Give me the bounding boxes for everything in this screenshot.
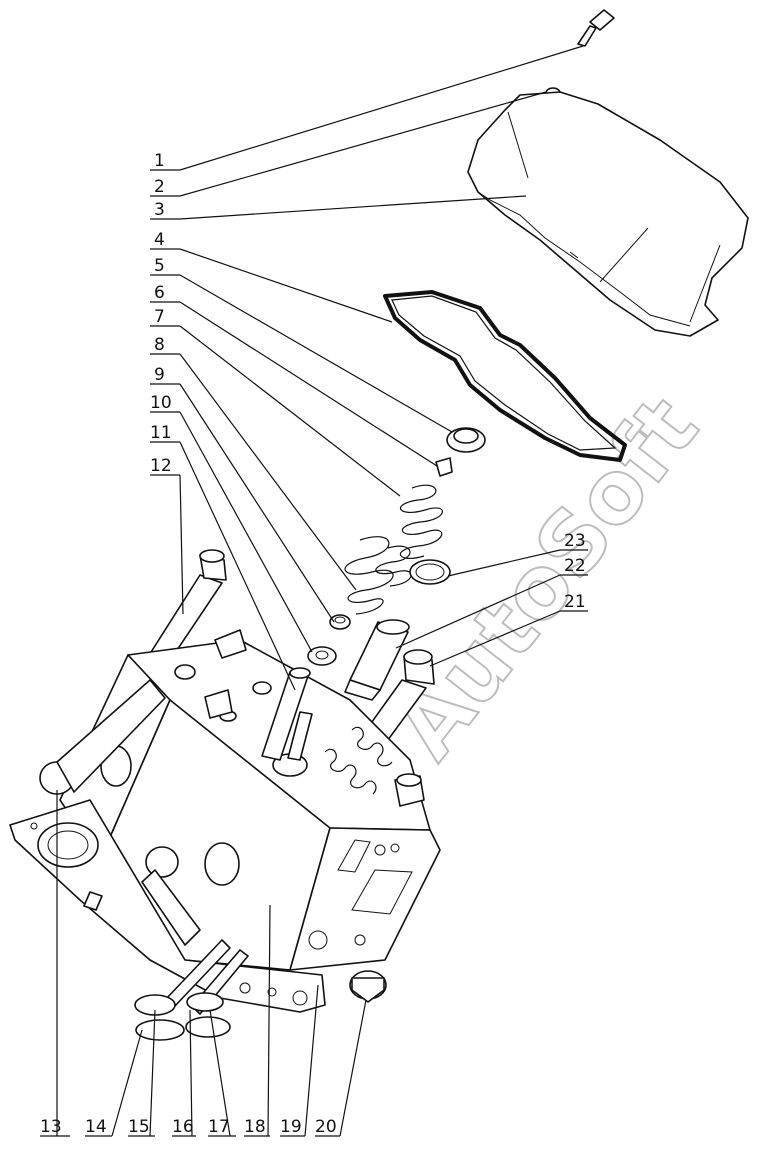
callout-16: 16	[172, 1117, 194, 1137]
callout-labels: 1 2 3 4 5 6 7 8 9 10 11 12 23 22 21 13 1…	[40, 151, 586, 1137]
part-18-front-plug	[141, 846, 201, 946]
callout-11: 11	[150, 423, 172, 443]
callout-19: 19	[280, 1117, 302, 1137]
callout-5: 5	[154, 256, 165, 276]
part-23-seat-ring	[409, 559, 451, 585]
callout-20: 20	[315, 1117, 337, 1137]
callout-17: 17	[208, 1117, 230, 1137]
part-19-head-gasket	[9, 799, 326, 1013]
callout-3: 3	[154, 200, 165, 220]
callout-15: 15	[128, 1117, 150, 1137]
part-22-sleeve	[344, 619, 410, 701]
callout-12: 12	[150, 456, 172, 476]
part-4-gasket	[383, 290, 627, 462]
callout-2: 2	[154, 177, 165, 197]
callout-9: 9	[154, 365, 165, 385]
callout-22: 22	[564, 556, 586, 576]
callout-21: 21	[564, 592, 586, 612]
part-1-bolt	[577, 9, 615, 47]
parts-14-17-valves	[134, 939, 249, 1041]
leader-lines	[40, 45, 588, 1137]
callout-18: 18	[244, 1117, 266, 1137]
callout-8: 8	[154, 335, 165, 355]
part-7-8-springs	[344, 484, 444, 615]
callout-4: 4	[154, 230, 165, 250]
callout-10: 10	[150, 393, 172, 413]
callout-23: 23	[564, 531, 586, 551]
part-20-cup-plug	[349, 970, 387, 1003]
part-3-valve-cover	[467, 91, 749, 337]
part-5-retainer	[446, 427, 486, 453]
callout-7: 7	[154, 307, 165, 327]
callout-6: 6	[154, 283, 165, 303]
part-10-washer	[307, 646, 337, 666]
part-6-collet	[435, 457, 453, 477]
callout-1: 1	[154, 151, 165, 171]
callout-14: 14	[85, 1117, 107, 1137]
part-9-stem-seal	[329, 614, 351, 630]
callout-13: 13	[40, 1117, 62, 1137]
